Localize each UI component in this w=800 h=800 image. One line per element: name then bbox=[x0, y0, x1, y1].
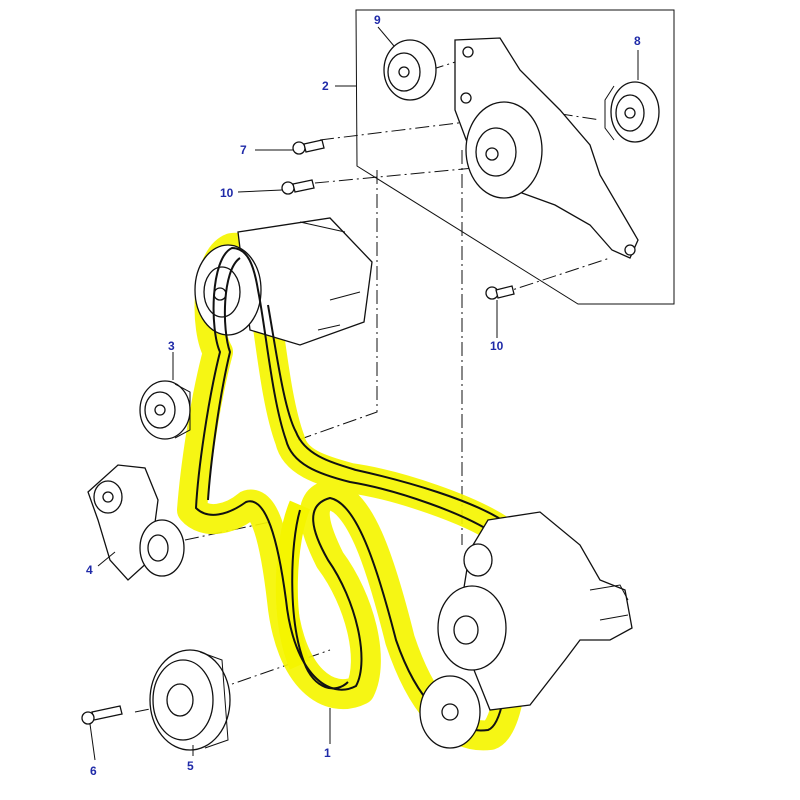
callout-6: 6 bbox=[90, 764, 97, 778]
callout-8: 8 bbox=[634, 34, 641, 48]
drive-belt bbox=[194, 246, 510, 732]
belt-tensioner bbox=[87, 464, 185, 581]
alignment-lines bbox=[134, 57, 611, 713]
crankshaft-pulley bbox=[149, 649, 231, 751]
callout-leaders bbox=[89, 26, 639, 761]
callout-3: 3 bbox=[168, 339, 175, 353]
belt-highlight bbox=[177, 232, 529, 751]
bracket-group-frame bbox=[355, 9, 675, 305]
upper-idler-pulley bbox=[383, 39, 437, 101]
callout-labels: 1 2 3 4 5 6 7 8 9 10 10 bbox=[86, 13, 641, 778]
callout-1: 1 bbox=[324, 746, 331, 760]
bracket-bolt-lower bbox=[485, 285, 515, 300]
crank-pulley-bolt bbox=[81, 705, 123, 725]
callout-4: 4 bbox=[86, 563, 93, 577]
bracket-idler-pulley bbox=[604, 81, 660, 143]
callout-9: 9 bbox=[374, 13, 381, 27]
callout-10-lower: 10 bbox=[490, 339, 504, 353]
callout-7: 7 bbox=[240, 143, 247, 157]
callout-5: 5 bbox=[187, 759, 194, 773]
bracket-bolt-upper bbox=[292, 139, 325, 155]
callout-10-left: 10 bbox=[220, 186, 234, 200]
callout-2: 2 bbox=[322, 79, 329, 93]
idler-pulley bbox=[139, 380, 191, 440]
mounting-bracket bbox=[454, 37, 639, 259]
bracket-bolt-left bbox=[281, 179, 315, 195]
water-pump bbox=[419, 511, 633, 749]
ac-compressor bbox=[194, 217, 373, 346]
